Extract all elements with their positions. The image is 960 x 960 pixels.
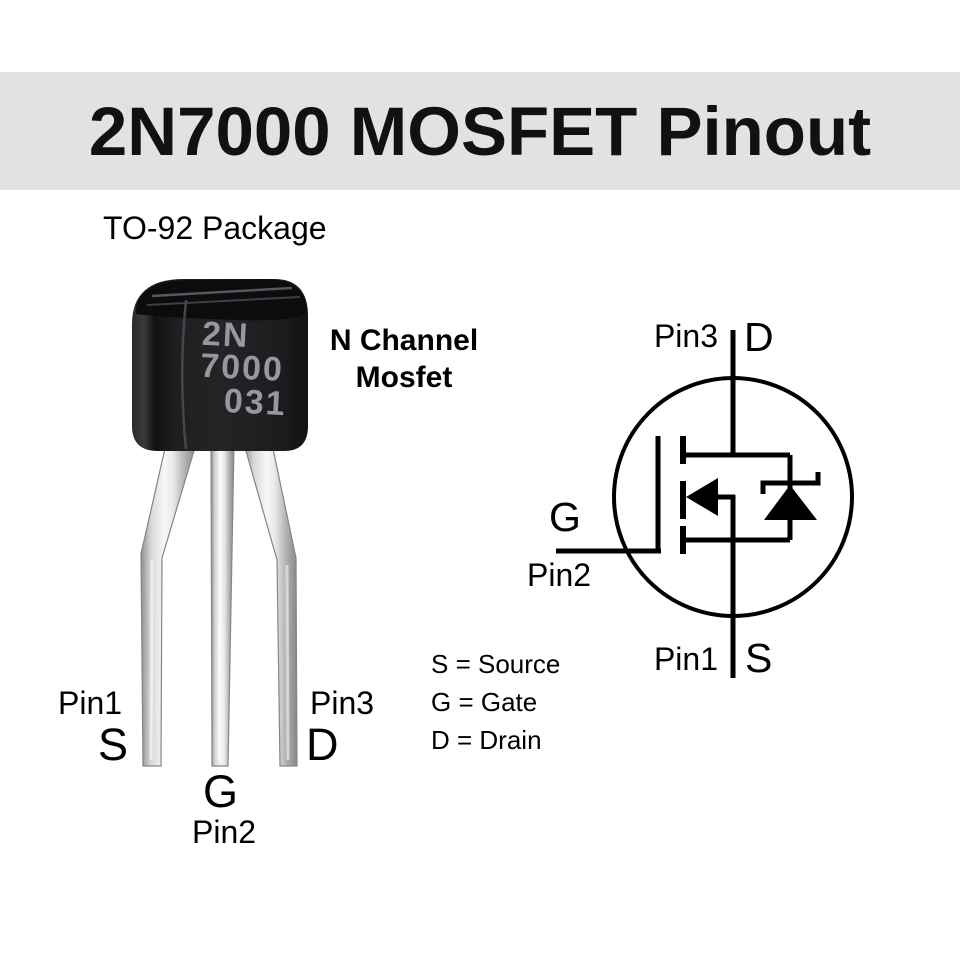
package-body-front	[132, 279, 308, 451]
pkg-pin3-number-label: Pin3	[310, 685, 375, 721]
title-banner: 2N7000 MOSFET Pinout	[0, 72, 960, 190]
lead-pin2	[210, 443, 235, 767]
package-heading: TO-92 Package	[103, 210, 327, 246]
lead-highlight	[217, 449, 222, 761]
page-title: 2N7000 MOSFET Pinout	[88, 92, 872, 170]
sym-drain-signal-label: D	[744, 314, 774, 360]
lead-highlight	[149, 559, 154, 761]
pkg-pin3-signal-label: D	[306, 719, 339, 770]
legend-drain-label: D = Drain	[431, 725, 542, 755]
sym-pin2-number-label: Pin2	[527, 557, 592, 593]
sym-source-signal-label: S	[745, 635, 773, 681]
body-diode-cathode	[760, 472, 821, 494]
mosfet-symbol	[556, 330, 854, 678]
legend: S = Source G = Gate D = Drain	[431, 645, 560, 759]
package-top-streak	[151, 286, 293, 298]
package-body	[132, 279, 308, 451]
package-side-edge-highlight	[181, 299, 188, 450]
channel-type-line2: Mosfet	[355, 361, 453, 394]
lead-highlight	[285, 564, 290, 761]
sym-gate-signal-label: G	[549, 494, 581, 540]
channel-type-label: N Channel Mosfet	[318, 322, 490, 396]
sym-pin3-number-label: Pin3	[653, 318, 718, 354]
pkg-pin1-signal-label: S	[98, 719, 129, 770]
pkg-pin2-number-label: Pin2	[192, 814, 257, 850]
legend-gate-label: G = Gate	[431, 687, 538, 717]
lead-pin1	[140, 443, 197, 767]
package-leads	[140, 443, 298, 767]
channel-type-line1: N Channel	[329, 324, 479, 357]
body-diode-triangle	[764, 485, 817, 520]
package-top-streak	[146, 296, 301, 306]
marking-line-2: 7000	[199, 347, 285, 389]
marking-line-1: 2N	[201, 315, 250, 355]
pkg-pin2-signal-label: G	[203, 766, 239, 817]
marking-line-3: 031	[223, 382, 288, 423]
package-marking: 2N 7000 031	[199, 315, 288, 423]
lead-pin3	[243, 443, 298, 767]
package-illustration: 2N 7000 031	[132, 279, 308, 767]
legend-source-label: S = Source	[431, 649, 561, 679]
package-top-face	[135, 279, 306, 321]
body-arrow	[686, 478, 718, 516]
pkg-pin1-number-label: Pin1	[58, 685, 123, 721]
sym-pin1-number-label: Pin1	[653, 641, 718, 677]
symbol-circle	[612, 376, 854, 618]
